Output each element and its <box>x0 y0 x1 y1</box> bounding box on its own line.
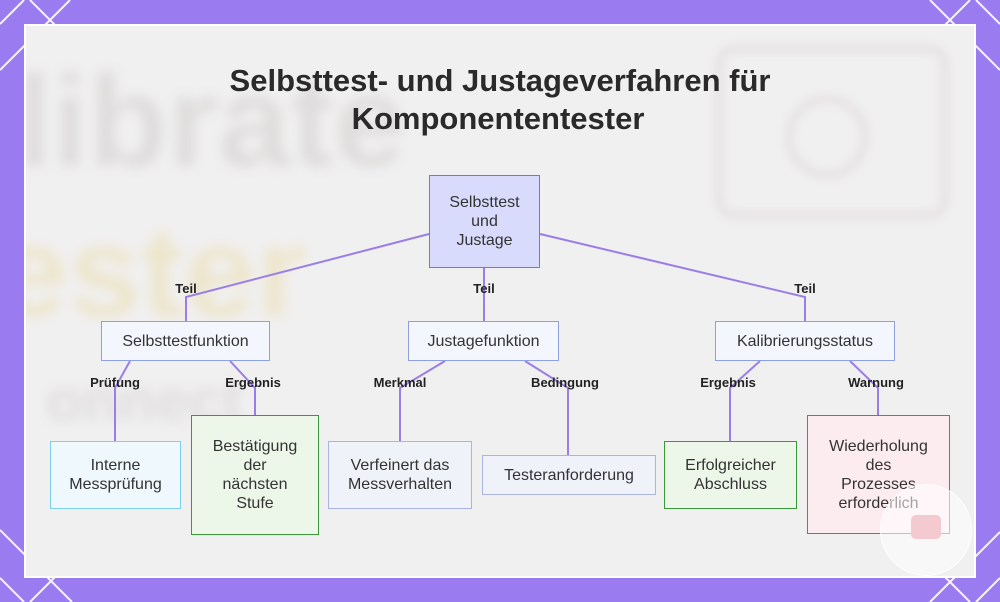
edge-label-ergebnis: Ergebnis <box>225 375 281 390</box>
link-justage-verfeinert <box>399 360 446 441</box>
node-kalibrierungsstatus: Kalibrierungsstatus <box>715 321 895 361</box>
link-kalibrierung-erfolg <box>729 360 761 441</box>
leaf-text: Prozesses <box>841 475 916 493</box>
watermark-badge-icon <box>880 484 972 576</box>
edge-label-teil: Teil <box>794 281 816 296</box>
root-node: Selbsttest und Justage <box>429 175 540 268</box>
leaf-text: der <box>243 457 267 474</box>
leaf-text: Verfeinert das <box>350 457 450 474</box>
watermark-inner-icon <box>911 515 941 539</box>
leaf-erfolgreicher-abschluss: Erfolgreicher Abschluss <box>664 441 797 509</box>
leaf-text: Stufe <box>236 495 274 512</box>
leaf-text: Bestätigung <box>212 438 298 455</box>
leaf-text: Messverhalten <box>347 476 453 493</box>
root-line: und <box>471 213 498 230</box>
leaf-text: des <box>865 456 892 474</box>
root-line: Selbsttest <box>449 194 520 211</box>
edge-label-bedingung: Bedingung <box>531 375 599 390</box>
leaf-text: Abschluss <box>694 476 767 493</box>
leaf-testeranforderung: Testeranforderung <box>482 455 656 495</box>
leaf-verfeinert-messverhalten: Verfeinert das Messverhalten <box>328 441 472 509</box>
root-line: Justage <box>456 232 513 249</box>
link-root-kalibrierung <box>539 233 806 321</box>
leaf-text: Interne <box>90 457 141 474</box>
leaf-bestaetigung-naechste-stufe: Bestätigung der nächsten Stufe <box>191 415 319 535</box>
edge-label-teil: Teil <box>473 281 495 296</box>
edge-label-warnung: Warnung <box>848 375 904 390</box>
link-kalibrierung-wiederholung <box>849 360 879 415</box>
link-root-selbsttest <box>185 233 430 321</box>
leaf-interne-messpruefung: Interne Messprüfung <box>50 441 181 509</box>
edge-label-merkmal: Merkmal <box>373 375 427 390</box>
diagram-title-line-1: Selbsttest- und Justageverfahren für <box>229 63 771 98</box>
leaf-text: Wiederholung <box>829 437 928 455</box>
leaf-text: nächsten <box>222 476 288 493</box>
edge-label-teil: Teil <box>175 281 197 296</box>
background-device-shape <box>716 46 948 218</box>
link-selbsttest-interne <box>114 360 131 441</box>
node-justagefunktion: Justagefunktion <box>408 321 559 361</box>
background-device-shape <box>786 96 868 178</box>
node-selbsttestfunktion: Selbsttestfunktion <box>101 321 270 361</box>
link-justage-tester <box>524 360 569 455</box>
leaf-text: Messprüfung <box>69 476 162 493</box>
diagram-title-line-2: Komponententester <box>351 101 645 136</box>
link-selbsttest-bestaetigung <box>229 360 256 415</box>
edge-label-ergebnis: Ergebnis <box>700 375 756 390</box>
edge-label-pruefung: Prüfung <box>90 375 140 390</box>
leaf-text: Erfolgreicher <box>685 457 776 474</box>
